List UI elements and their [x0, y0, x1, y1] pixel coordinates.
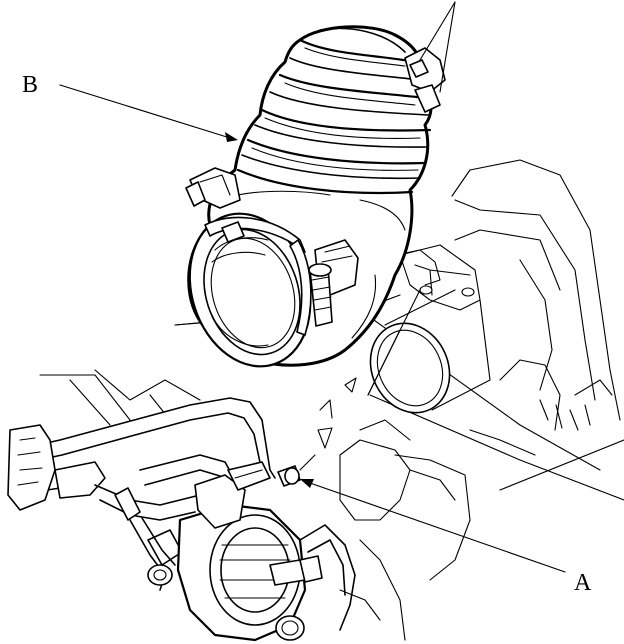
engine-bay-structure — [39, 159, 624, 641]
engine-lower-assembly — [7, 397, 356, 642]
callout-label-a: A — [574, 570, 592, 596]
callout-leaders — [59, 1, 566, 573]
callout-label-b: B — [22, 72, 38, 98]
intake-duct-b — [185, 25, 446, 368]
